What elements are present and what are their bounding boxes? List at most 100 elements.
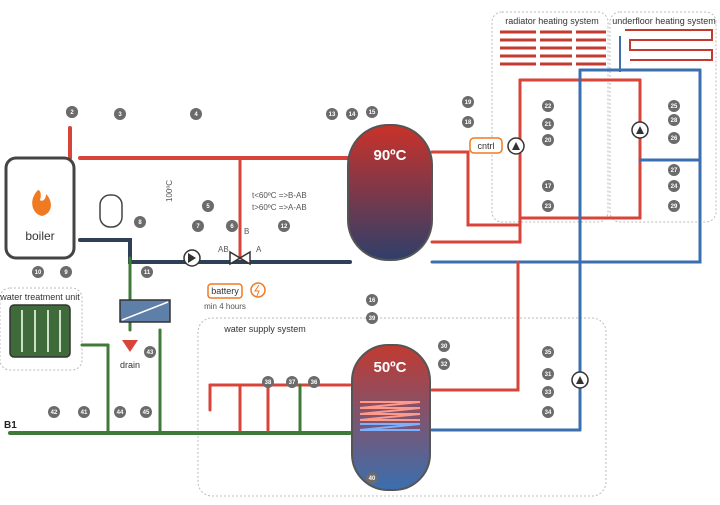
underfloor-group-box: [609, 11, 717, 223]
marker-43: 43: [144, 346, 156, 358]
svg-text:21: 21: [545, 122, 552, 128]
port-b-label: B: [244, 227, 249, 236]
three-way-valve: [229, 250, 251, 266]
marker-40: 40: [366, 472, 378, 484]
svg-text:19: 19: [465, 100, 472, 106]
marker-34: 34: [542, 406, 554, 418]
marker-39: 39: [366, 312, 378, 324]
water-supply-group-box: [197, 317, 607, 497]
svg-text:17: 17: [545, 184, 552, 190]
marker-14: 14: [346, 108, 358, 120]
marker-8: 8: [134, 216, 146, 228]
rule-high-text: t>60ºC =>A-AB: [252, 203, 307, 212]
svg-text:42: 42: [51, 410, 58, 416]
battery-box: [207, 283, 243, 299]
expansion-vessel: [99, 194, 123, 228]
flame-icon: [32, 190, 51, 216]
marker-10: 10: [32, 266, 44, 278]
svg-text:2: 2: [70, 110, 74, 116]
svg-text:31: 31: [545, 372, 552, 378]
radiator-group-box: [491, 11, 609, 223]
marker-31: 31: [542, 368, 554, 380]
dhw-coil-upper: [359, 401, 421, 421]
marker-layer: 1234567891011121314151617181920212223242…: [32, 96, 680, 484]
marker-9: 9: [60, 266, 72, 278]
svg-text:40: 40: [369, 476, 376, 482]
svg-text:7: 7: [196, 224, 200, 230]
dhw-tank-temp: 50ºC: [374, 359, 407, 376]
marker-16: 16: [366, 294, 378, 306]
marker-3: 3: [114, 108, 126, 120]
marker-42: 42: [48, 406, 60, 418]
marker-41: 41: [78, 406, 90, 418]
min-hours-label: min 4 hours: [204, 302, 246, 311]
marker-38: 38: [262, 376, 274, 388]
svg-text:22: 22: [545, 104, 552, 110]
svg-text:30: 30: [441, 344, 448, 350]
svg-text:27: 27: [671, 168, 678, 174]
marker-32: 32: [438, 358, 450, 370]
marker-44: 44: [114, 406, 126, 418]
battery-label: battery: [211, 286, 239, 296]
svg-text:3: 3: [118, 112, 122, 118]
svg-text:29: 29: [671, 204, 678, 210]
svg-text:23: 23: [545, 204, 552, 210]
svg-text:26: 26: [671, 136, 678, 142]
svg-text:18: 18: [465, 120, 472, 126]
water-treatment-unit: [9, 304, 71, 358]
svg-text:45: 45: [143, 410, 150, 416]
heating-return-pipe: [430, 68, 702, 264]
svg-text:32: 32: [441, 362, 448, 368]
svg-text:16: 16: [369, 298, 376, 304]
marker-5: 5: [202, 200, 214, 212]
temp-100-label: 100ºC: [165, 180, 174, 202]
marker-30: 30: [438, 340, 450, 352]
boiler-label: boiler: [25, 229, 54, 243]
marker-33: 33: [542, 386, 554, 398]
svg-text:33: 33: [545, 390, 552, 396]
svg-text:14: 14: [349, 112, 356, 118]
marker-29: 29: [668, 200, 680, 212]
dhw-coil-supply-pipe: [430, 260, 520, 392]
water-treatment-label: water treatment unit: [0, 292, 80, 302]
dhw-tap-pipes: [208, 383, 270, 432]
port-ab-label: AB: [218, 245, 229, 254]
inlet-label: B1: [4, 420, 17, 431]
svg-text:11: 11: [144, 270, 151, 276]
port-a-label: A: [256, 245, 262, 254]
marker-12: 12: [278, 220, 290, 232]
svg-text:38: 38: [265, 380, 272, 386]
lightning-icon: [250, 282, 266, 298]
marker-28: 28: [668, 114, 680, 126]
marker-11: 11: [141, 266, 153, 278]
svg-text:15: 15: [369, 110, 376, 116]
svg-text:9: 9: [64, 270, 68, 276]
marker-45: 45: [140, 406, 152, 418]
dhw-coil-lower: [359, 423, 421, 431]
svg-text:36: 36: [311, 380, 318, 386]
marker-17: 17: [542, 180, 554, 192]
svg-text:37: 37: [289, 380, 296, 386]
radiator-supply-pipe: [430, 78, 522, 244]
radiators: [500, 30, 606, 66]
marker-2: 2: [66, 106, 78, 118]
svg-text:44: 44: [117, 410, 124, 416]
marker-7: 7: [192, 220, 204, 232]
marker-36: 36: [308, 376, 320, 388]
underfloor-system-title: underfloor heating system: [612, 16, 716, 26]
drain-icon: [122, 340, 138, 352]
svg-text:13: 13: [329, 112, 336, 118]
marker-26: 26: [668, 132, 680, 144]
radiator-system-title: radiator heating system: [505, 16, 599, 26]
marker-19: 19: [462, 96, 474, 108]
marker-18: 18: [462, 116, 474, 128]
svg-text:20: 20: [545, 138, 552, 144]
treatment-group-box: [0, 287, 83, 371]
svg-text:34: 34: [545, 410, 552, 416]
svg-text:39: 39: [369, 316, 376, 322]
buffer-tank: [347, 124, 433, 261]
svg-text:35: 35: [545, 350, 552, 356]
rule-low-text: t<60ºC =>B-AB: [252, 191, 307, 200]
